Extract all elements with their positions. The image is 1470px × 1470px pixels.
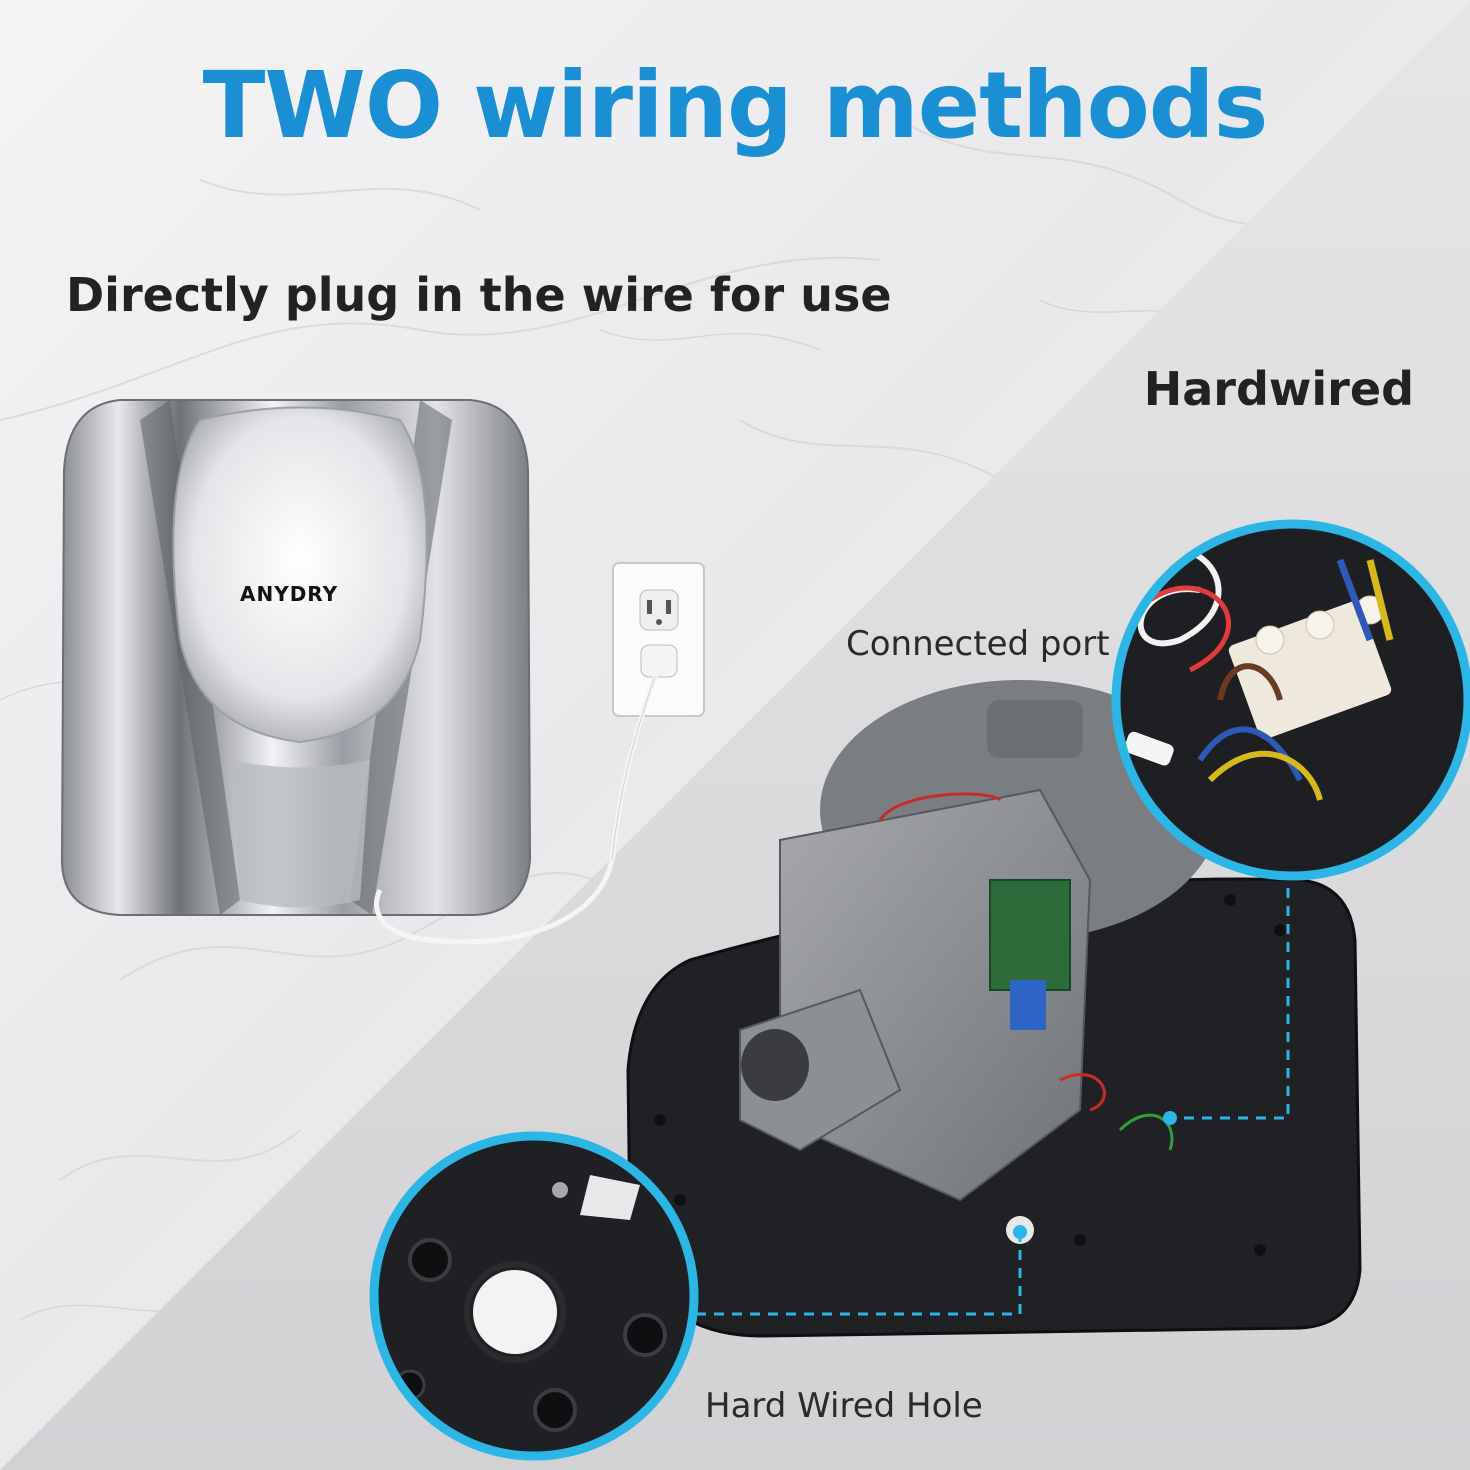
connected-port-label: Connected port — [846, 624, 1110, 664]
callout-leader-lines — [692, 888, 1290, 1316]
hand-dryer-image — [60, 399, 532, 916]
hard-wired-hole-callout — [369, 1131, 699, 1461]
hardwired-method-caption: Hardwired — [1143, 362, 1414, 416]
port-marker-dot — [1163, 1111, 1177, 1125]
connected-port-callout — [1111, 519, 1470, 881]
hole-marker-dot — [1013, 1225, 1027, 1239]
brand-logo-text: ANYDRY — [240, 582, 339, 606]
page-title: TWO wiring methods — [202, 52, 1269, 159]
hard-wired-hole-label: Hard Wired Hole — [705, 1386, 983, 1426]
wall-outlet-image — [374, 562, 705, 945]
plug-method-caption: Directly plug in the wire for use — [66, 268, 892, 322]
opened-dryer-image — [626, 680, 1362, 1338]
